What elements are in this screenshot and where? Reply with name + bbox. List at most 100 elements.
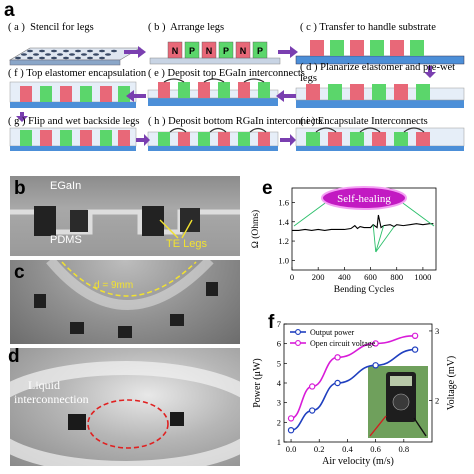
stencil-hole (63, 56, 69, 60)
series-point-1 (287, 415, 295, 422)
series-point-0 (334, 379, 341, 387)
leg-letter: N (240, 46, 247, 56)
panel-e-label: e (262, 178, 273, 199)
step-d-graphic (295, 84, 465, 108)
liquid-interconnection-photo-graphic (10, 361, 240, 466)
photo-d: Liquid interconnection (10, 348, 240, 466)
y-tick-label: 1.2 (278, 236, 289, 246)
x-tick-label: 800 (390, 272, 403, 282)
series-point-1 (308, 383, 316, 390)
step-e-graphic (147, 78, 279, 106)
self-healing-bubble (321, 186, 407, 210)
stencil-hole (57, 53, 63, 56)
arrow-h-to-i (280, 134, 296, 146)
x-tick-label: 600 (364, 272, 377, 282)
stencil-hole (99, 49, 105, 53)
annotation-line (375, 225, 385, 253)
step-h-graphic (147, 127, 279, 151)
leg-letter: N (172, 46, 179, 56)
x-tick-label: 0.2 (314, 444, 325, 454)
y-left-tick-label: 5 (277, 358, 281, 368)
x-axis-label: Bending Cycles (334, 285, 395, 295)
series-point-0 (308, 407, 316, 414)
step-b-label: ( b ) Arrange legs (148, 22, 225, 33)
step-a-label: ( a ) Stencil for legs (8, 22, 94, 33)
stencil-hole (111, 49, 117, 53)
stencil-hole (15, 56, 21, 60)
series-point-1 (372, 340, 379, 347)
x-tick-label: 0.8 (398, 444, 409, 454)
arrow-a-to-b (124, 46, 146, 58)
egain-label: EGaIn (50, 180, 82, 192)
series-point-0 (411, 346, 419, 353)
series-point-1 (334, 354, 341, 361)
stencil-hole (27, 56, 33, 60)
y-left-tick-label: 4 (277, 378, 282, 388)
y-left-axis-label: Power (μW) (252, 358, 263, 408)
stencil-hole (75, 49, 81, 53)
x-tick-label: 200 (312, 272, 325, 282)
step-d-label: ( d ) Planarize elastomer and pre-wet le… (300, 62, 456, 84)
stencil-hole (63, 49, 69, 53)
stencil-hole (39, 56, 45, 60)
step-c-handle-substrate-graphic (295, 40, 465, 65)
panel-d-label: d (8, 346, 20, 367)
leg-n (235, 41, 251, 59)
leg-p (252, 41, 268, 59)
stencil-hole (87, 49, 93, 53)
panel-c-label: c (14, 262, 25, 283)
leg-letter: N (206, 46, 213, 56)
multimeter-display (390, 376, 412, 386)
y-axis-label: Ω (Ohms) (250, 210, 261, 248)
probe-wire-black (413, 417, 427, 437)
arrow-b-to-c (278, 46, 298, 58)
liquid-label: Liquid (28, 378, 60, 392)
interconnection-label: interconnection (14, 392, 89, 406)
step-b-arrange-legs-graphic (149, 57, 281, 65)
legend-label-1: Open circuit voltage (310, 339, 376, 348)
diameter-label: d = 9mm (94, 280, 134, 291)
y-left-tick-label: 1 (277, 437, 281, 447)
te-legs-photo-graphic (10, 206, 240, 239)
legend-label-0: Output power (310, 328, 355, 337)
stencil-hole (51, 56, 57, 60)
leg-n (201, 41, 217, 59)
x-tick-label: 0.0 (286, 444, 297, 454)
series-point-0 (372, 362, 379, 369)
y-tick-label: 1.0 (278, 255, 289, 265)
leg-letter: P (257, 46, 263, 56)
arrow-d-to-e (276, 90, 296, 102)
multimeter-dial (392, 393, 410, 411)
x-tick-label: 0 (290, 272, 294, 282)
leg-letter: P (189, 46, 195, 56)
arrow-c-to-d (424, 66, 436, 78)
leg-p (184, 41, 200, 59)
stencil-hole (33, 53, 39, 56)
leg-n (167, 41, 183, 59)
y-tick-label: 1.6 (278, 197, 289, 207)
step-i-graphic (295, 127, 465, 151)
panel-a-label: a (4, 0, 15, 21)
arrow-g-to-h (136, 134, 150, 146)
series-point-0 (287, 426, 295, 434)
probe-wire-red (369, 415, 387, 437)
y-left-tick-label: 2 (277, 417, 281, 427)
step-c-label: ( c ) Transfer to handle substrate (300, 22, 436, 33)
stencil-hole (93, 53, 99, 56)
legend-marker-0 (295, 329, 301, 335)
step-g-label: ( g ) Flip and wet backside legs (8, 116, 140, 127)
step-h-label: ( h ) Deposit bottom RGaIn interconnects (148, 116, 323, 127)
y-right-tick-label: 3 (435, 326, 439, 336)
stencil-hole (69, 53, 75, 56)
step-i-label: ( i ) Encapsulate Interconnects (300, 116, 428, 127)
step-e-label: ( e ) Deposit top EGaIn interconnects (148, 68, 305, 79)
stencil-hole (75, 56, 81, 60)
stencil-hole (21, 53, 27, 56)
stencil-hole (105, 53, 111, 56)
y-right-axis-label: Voltage (mV) (446, 356, 457, 411)
leg-p (218, 41, 234, 59)
bent-device-photo-graphic (34, 260, 218, 338)
